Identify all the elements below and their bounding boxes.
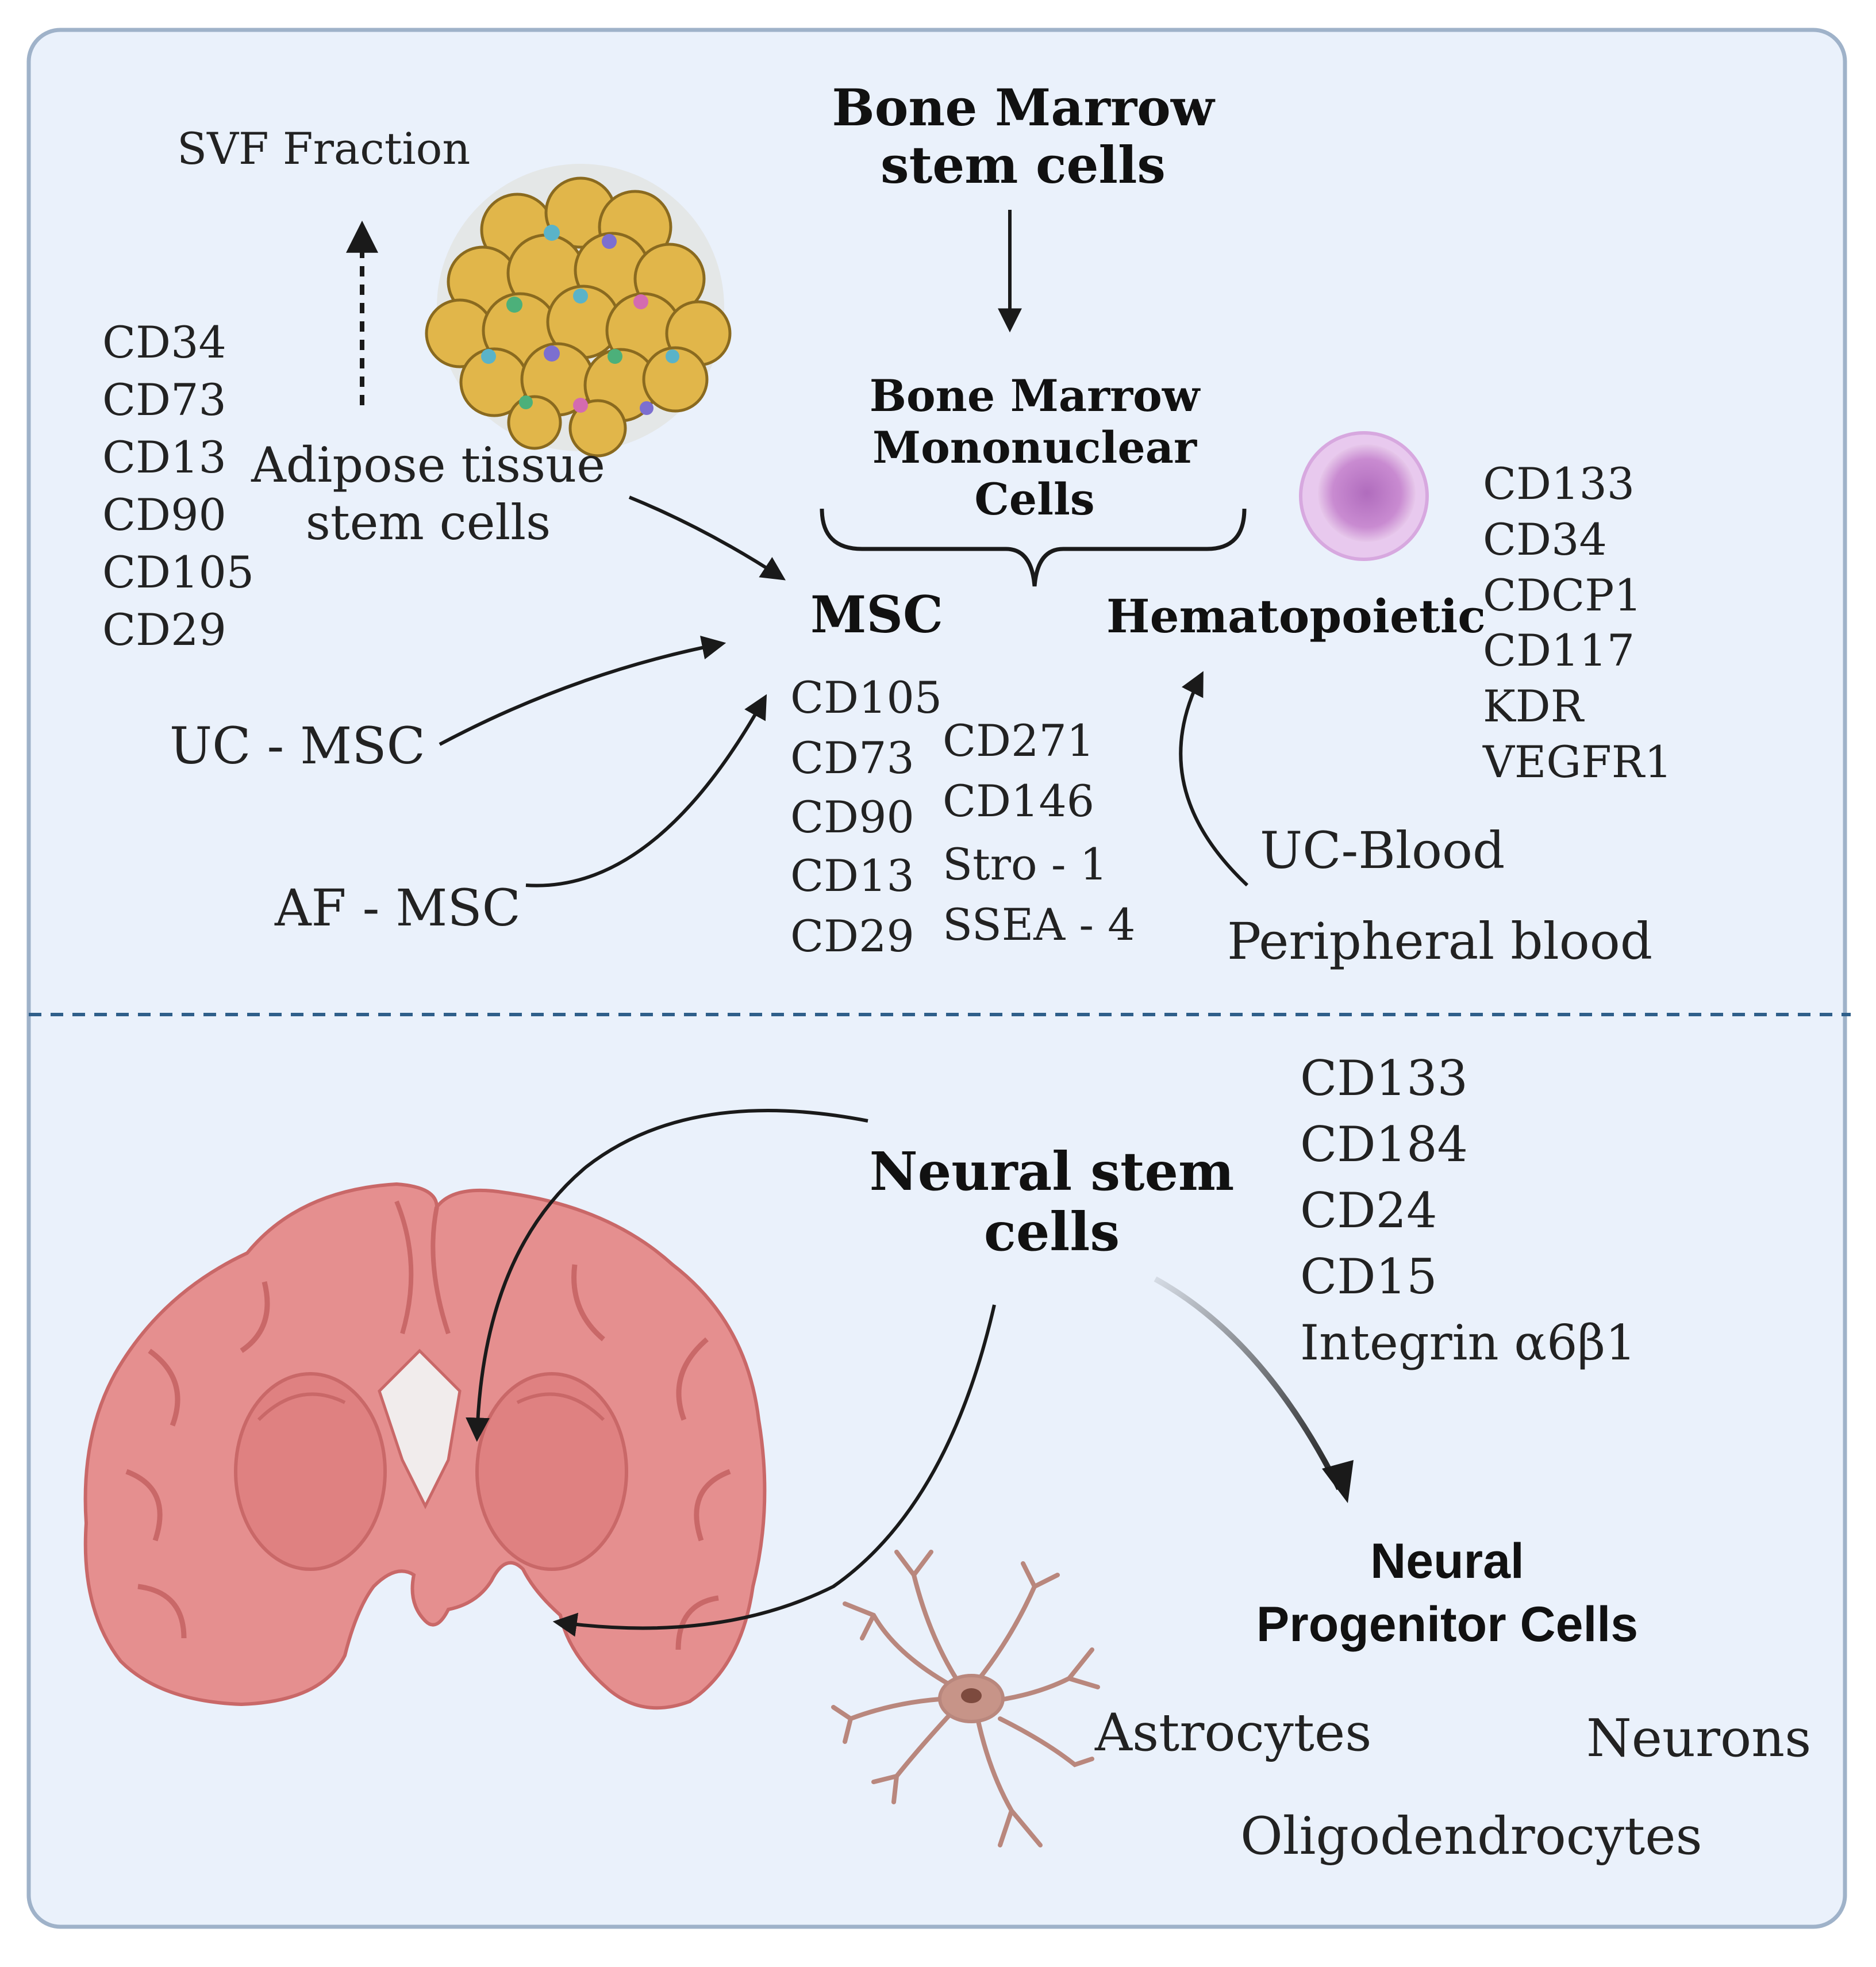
marker: CD105 (790, 672, 942, 723)
adipose-to-msc-arrow (628, 495, 786, 581)
marker: CD29 (102, 604, 226, 655)
mnc-title-line1: Bone Marrow (870, 370, 1201, 421)
neural-to-brain-upper-arrow (466, 1109, 868, 1442)
marker: CD133 (1483, 458, 1635, 509)
npc-title-line1: Neural (1370, 1534, 1524, 1589)
brain-icon (83, 1182, 767, 1710)
af-msc-to-msc-arrow (525, 694, 767, 888)
neural-markers: CD133 CD184 CD24 CD15 Integrin α6β1 (1300, 1050, 1636, 1371)
neural-title-line1: Neural stem (870, 1140, 1235, 1203)
uc-blood-label: UC-Blood (1260, 821, 1505, 880)
astrocyte-icon (831, 1550, 1100, 1847)
marker: CD90 (102, 489, 226, 540)
adipose-cluster-icon (425, 164, 732, 458)
marker: Integrin α6β1 (1300, 1315, 1636, 1371)
npc-title-line2: Progenitor Cells (1256, 1597, 1638, 1652)
blood-to-hematopoietic-arrow (1179, 671, 1249, 887)
marker: VEGFR1 (1482, 736, 1672, 787)
peripheral-blood-label: Peripheral blood (1227, 912, 1652, 971)
marker: CD271 (943, 715, 1094, 766)
uc-msc-label: UC - MSC (170, 716, 425, 775)
svf-fraction-label: SVF Fraction (177, 123, 470, 174)
marker: CD24 (1300, 1182, 1437, 1239)
marker: CD13 (790, 850, 914, 901)
adipose-title-line1: Adipose tissue (251, 437, 605, 493)
marker: CD73 (102, 374, 226, 425)
mnc-title-line3: Cells (974, 474, 1094, 525)
marker: CD90 (790, 792, 914, 843)
bone-marrow-title-line2: stem cells (881, 135, 1166, 195)
marker: Stro - 1 (943, 839, 1108, 890)
hematopoietic-markers: CD133 CD34 CDCP1 CD117 KDR VEGFR1 (1482, 458, 1672, 787)
marker: SSEA - 4 (943, 899, 1136, 950)
marker: CD34 (1483, 514, 1607, 565)
msc-markers-col1: CD105 CD73 CD90 CD13 CD29 (790, 672, 942, 962)
astrocytes-label: Astrocytes (1094, 1703, 1371, 1763)
marker: CD133 (1300, 1050, 1468, 1107)
oligodendrocytes-label: Oligodendrocytes (1240, 1806, 1702, 1866)
blood-cell-icon (1299, 431, 1429, 561)
mnc-title-line2: Mononuclear (872, 422, 1197, 473)
astrocyte-nucleus (961, 1688, 982, 1703)
adipose-title-line2: stem cells (306, 494, 551, 551)
marker: CDCP1 (1483, 570, 1642, 621)
adipose-markers: CD34 CD73 CD13 CD90 CD105 CD29 (102, 317, 254, 655)
mnc-brace (820, 508, 1247, 587)
marker: KDR (1483, 681, 1585, 732)
msc-label: MSC (810, 585, 943, 644)
marker: CD29 (790, 910, 914, 962)
marker: CD184 (1300, 1116, 1468, 1173)
neural-to-npc-arrow (1154, 1276, 1342, 1490)
af-msc-label: AF - MSC (274, 878, 521, 938)
marker: CD105 (102, 547, 254, 598)
neural-to-npc-arrowhead (1322, 1460, 1354, 1503)
neural-to-brain-lower-arrow (552, 1304, 996, 1637)
neurons-label: Neurons (1586, 1708, 1811, 1769)
marker: CD73 (790, 732, 914, 783)
marker: CD15 (1300, 1248, 1437, 1305)
msc-markers-col2: CD271 CD146 Stro - 1 SSEA - 4 (943, 715, 1136, 950)
marker: CD13 (102, 432, 226, 483)
uc-msc-to-msc-arrow (439, 635, 726, 746)
marker: CD146 (943, 775, 1094, 827)
bone-marrow-title-line1: Bone Marrow (832, 78, 1216, 137)
hematopoietic-label: Hematopoietic (1106, 589, 1486, 643)
marker: CD117 (1483, 625, 1635, 676)
neural-title-line2: cells (984, 1201, 1120, 1263)
marker: CD34 (102, 317, 226, 368)
